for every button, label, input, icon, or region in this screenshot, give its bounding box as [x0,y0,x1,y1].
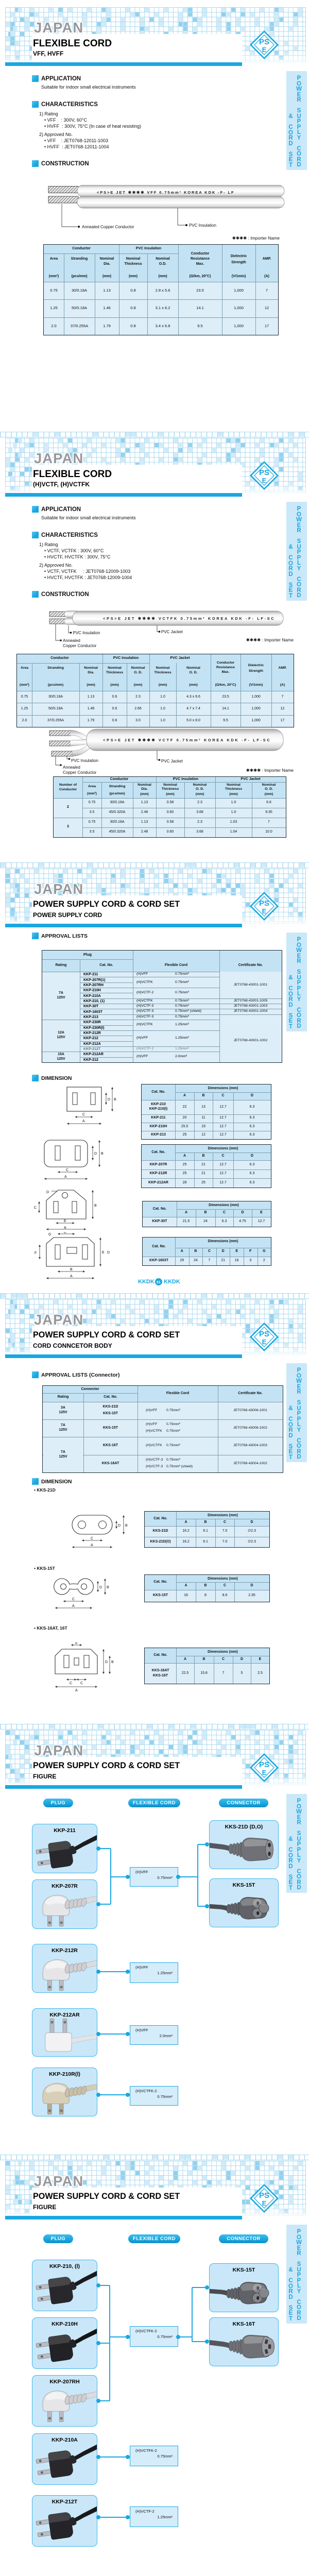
svg-text:E: E [262,477,267,484]
svg-text:PS: PS [259,38,269,46]
svg-text:C: C [64,1232,66,1234]
svg-text:D: D [118,1524,121,1528]
svg-text:D: D [94,1152,97,1156]
svg-text:D: D [107,1251,110,1255]
svg-text:B: B [107,1586,109,1589]
svg-text:PS: PS [259,1330,269,1338]
svg-text:A: A [64,1175,67,1179]
svg-text:A: A [70,1275,73,1278]
svg-text:C: C [66,1168,68,1172]
svg-text:A: A [82,1120,85,1123]
svg-text:C: C [82,1113,85,1116]
svg-text:B: B [70,1268,73,1272]
svg-text:E: E [262,907,267,915]
svg-text:D: D [105,1660,108,1664]
svg-text:A: A [75,1689,78,1692]
svg-text:<PS>E JET ✱✱✱✱ VCTFK 0.75mm: <PS>E JET ✱✱✱✱ VCTFK 0.75mm² KOREA KDK -… [103,616,275,621]
svg-text:E: E [262,1338,267,1346]
svg-text:B: B [114,1098,116,1101]
svg-text:<PS>E JET ✱✱✱✱ VFF 0.75mm²: <PS>E JET ✱✱✱✱ VFF 0.75mm² KOREA KDK -F-… [97,190,234,195]
svg-text:B: B [94,1204,97,1208]
svg-text:PS: PS [259,1760,269,1769]
svg-text:A: A [72,1604,75,1608]
svg-text:D: D [99,1586,102,1589]
svg-text:B: B [125,1524,128,1528]
svg-text:G: G [48,1233,51,1236]
svg-text:D: D [46,1191,49,1194]
svg-text:E: E [262,2199,267,2207]
svg-text:E: E [64,1219,66,1223]
svg-text:E: E [75,1642,78,1645]
svg-text:B: B [101,1152,104,1156]
svg-text:C: C [34,1206,37,1210]
svg-text:A: A [91,1544,93,1547]
svg-text:E: E [262,46,267,54]
svg-text:PS: PS [259,468,269,477]
svg-text:E: E [262,1769,267,1776]
svg-text:F: F [35,1251,37,1255]
svg-text:PS: PS [259,899,269,908]
svg-text:C: C [72,1598,75,1601]
svg-text:<PS>E JET ✱✱✱✱ VCTF 0.75mm: <PS>E JET ✱✱✱✱ VCTF 0.75mm² KOREA KDK -F… [103,738,271,742]
svg-text:C: C [80,1682,83,1685]
svg-text:PS: PS [259,2191,269,2200]
svg-text:D: D [108,1098,110,1101]
svg-text:E: E [102,1251,105,1255]
svg-text:C: C [91,1537,93,1540]
svg-text:A: A [64,1226,66,1230]
svg-text:C: C [70,1682,72,1685]
svg-text:B: B [111,1660,114,1664]
